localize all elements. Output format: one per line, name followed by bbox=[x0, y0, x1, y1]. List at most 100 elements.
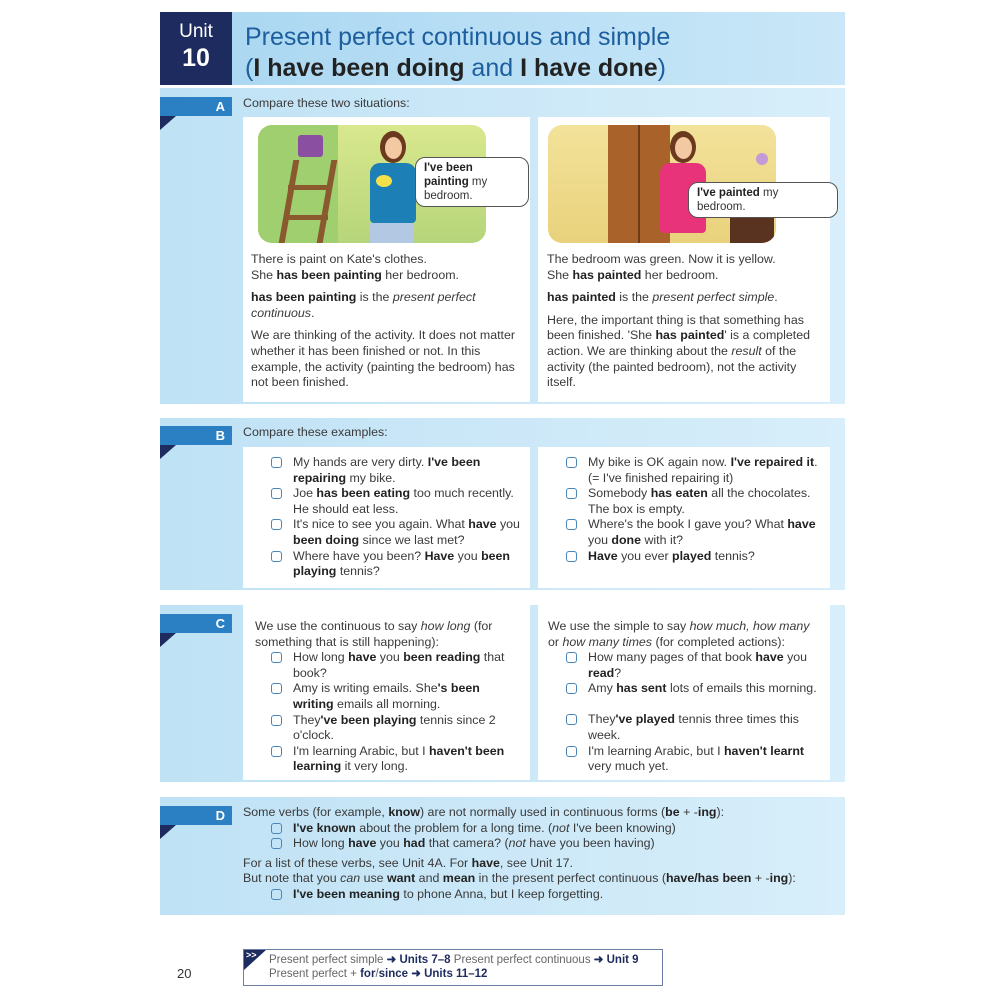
text-run: haven't learnt bbox=[723, 743, 805, 758]
bullet-box-icon bbox=[271, 745, 282, 757]
bullet-box-icon bbox=[271, 683, 282, 695]
text-run: it very long. bbox=[341, 759, 409, 774]
text-run: Present perfect + bbox=[269, 967, 361, 980]
text-run: Have bbox=[424, 548, 455, 563]
example-text: How many pages of that book have you rea… bbox=[588, 650, 822, 681]
section-a-lead: Compare these two situations: bbox=[243, 96, 410, 110]
situation-left-box: I've been painting my bedroom. There is … bbox=[243, 117, 530, 402]
text-run: I've repaired it bbox=[730, 455, 815, 469]
text-run: has sent bbox=[616, 681, 667, 696]
text-run: you bbox=[376, 650, 404, 665]
text-run: you bbox=[783, 650, 808, 665]
text-run: Have bbox=[588, 548, 618, 563]
example-item: Joe has been eating too much recently. H… bbox=[271, 486, 520, 517]
text-run: mean bbox=[442, 871, 476, 886]
speech-bubble-left: I've been painting my bedroom. bbox=[415, 157, 529, 207]
paragraph: has been painting is the present perfect… bbox=[251, 290, 521, 321]
example-item: How long have you had that camera? (not … bbox=[271, 836, 838, 852]
text-run: We use the continuous to say bbox=[255, 619, 421, 633]
section-tab-corner bbox=[160, 116, 176, 130]
text-run: is the bbox=[356, 290, 393, 305]
text-run: I've been repairing bbox=[293, 455, 481, 485]
text-run: Where's the book I gave you? What bbox=[588, 517, 788, 532]
text-run: Joe bbox=[293, 486, 317, 501]
speech-bubble-right: I've painted my bedroom. bbox=[688, 182, 838, 218]
bullet-box-icon bbox=[271, 457, 282, 468]
text-run: I have been doing bbox=[253, 54, 465, 82]
text-run: has eaten bbox=[650, 486, 708, 501]
text-run: But note that you bbox=[243, 871, 341, 886]
text-run: ) are not normally used in continuous fo… bbox=[419, 805, 666, 819]
text-run: that camera? ( bbox=[425, 836, 509, 851]
text-run: played bbox=[672, 548, 712, 563]
text-run: I've known bbox=[293, 820, 356, 835]
text-run: 's been writing bbox=[293, 681, 480, 711]
example-item: Amy has sent lots of emails this morning… bbox=[566, 681, 822, 712]
example-text: How long have you had that camera? (not … bbox=[293, 836, 838, 852]
text-run: her bedroom. bbox=[641, 267, 719, 282]
text-run: present perfect continuous bbox=[251, 290, 476, 320]
example-text: They've played tennis three times this w… bbox=[588, 712, 822, 743]
page-number: 20 bbox=[177, 966, 192, 981]
text-run: not bbox=[552, 820, 570, 835]
cross-reference-icon: >> bbox=[244, 950, 266, 970]
example-text: I've been meaning to phone Anna, but I k… bbox=[293, 887, 838, 903]
text-run: you bbox=[496, 517, 520, 532]
text-run: ing bbox=[697, 805, 717, 819]
section-d-tab: D bbox=[160, 806, 232, 825]
paragraph: There is paint on Kate's clothes. She ha… bbox=[251, 252, 521, 283]
bullet-box-icon bbox=[271, 488, 282, 500]
text-run: know bbox=[388, 805, 420, 819]
title-line-2: (I have been doing and I have done) bbox=[245, 53, 670, 84]
text-run: has painted bbox=[655, 328, 725, 343]
example-text: Where have you been? Have you been playi… bbox=[293, 549, 520, 580]
want-mean-note: But note that you can use want and mean … bbox=[243, 871, 838, 887]
continuous-intro: We use the continuous to say how long (f… bbox=[255, 619, 522, 650]
paragraph: We are thinking of the activity. It does… bbox=[251, 328, 521, 390]
example-text: Joe has been eating too much recently. H… bbox=[293, 486, 520, 517]
text-run: . bbox=[310, 305, 315, 320]
text-run: of the activity (the painted bedroom), n… bbox=[547, 343, 797, 390]
example-item: My bike is OK again now. I've repaired i… bbox=[566, 455, 820, 486]
example-item: How many pages of that book have you rea… bbox=[566, 650, 822, 681]
example-text: Amy has sent lots of emails this morning… bbox=[588, 681, 822, 697]
example-text: My hands are very dirty. I've been repai… bbox=[293, 455, 520, 486]
text-run: want bbox=[387, 871, 416, 886]
text-run: since bbox=[378, 967, 409, 980]
paragraph: Here, the important thing is that someth… bbox=[547, 313, 823, 391]
unit-badge: Unit 10 bbox=[160, 12, 232, 85]
text-run: I'm learning Arabic, but I bbox=[588, 743, 724, 758]
example-item: Amy is writing emails. She's been writin… bbox=[271, 681, 522, 712]
example-text: My bike is OK again now. I've repaired i… bbox=[588, 455, 820, 486]
example-item: They've been playing tennis since 2 o'cl… bbox=[271, 713, 522, 744]
text-run: 've been playing bbox=[320, 712, 417, 727]
title-line-1: Present perfect continuous and simple bbox=[245, 23, 671, 51]
text-run: been reading bbox=[403, 650, 481, 665]
text-run: Somebody bbox=[588, 486, 651, 501]
paragraph: The bedroom was green. Now it is yellow.… bbox=[547, 252, 823, 283]
section-tab-corner bbox=[160, 825, 176, 839]
example-item: How long have you been reading that book… bbox=[271, 650, 522, 681]
text-run: you bbox=[588, 532, 612, 547]
text-run: + - bbox=[751, 871, 770, 886]
example-text: I'm learning Arabic, but I haven't learn… bbox=[588, 744, 822, 775]
examples-continuous-box: My hands are very dirty. I've been repai… bbox=[243, 447, 530, 588]
text-run: to phone Anna, but I keep forgetting. bbox=[399, 886, 604, 901]
bullet-box-icon bbox=[566, 457, 577, 468]
situation-right-box: I've painted my bedroom. The bedroom was… bbox=[538, 117, 838, 402]
text-run: How long bbox=[293, 650, 349, 665]
bullet-box-icon bbox=[566, 745, 577, 757]
section-c-tab: C bbox=[160, 614, 232, 633]
text-run: I'm learning Arabic, but I bbox=[293, 743, 429, 758]
text-run: have bbox=[348, 650, 377, 665]
text-run: My bike is OK again now. bbox=[588, 455, 731, 469]
text-run: that book? bbox=[293, 650, 505, 680]
text-run: has been painting bbox=[276, 267, 382, 282]
bullet-box-icon bbox=[271, 838, 282, 850]
text-run: ' is a completed action. We are thinking… bbox=[547, 328, 811, 358]
section-tab-corner bbox=[160, 445, 176, 459]
section-tab-corner bbox=[160, 633, 176, 647]
text-run: too much recently. He should eat less. bbox=[293, 486, 514, 516]
text-run: Some verbs (for example, bbox=[243, 805, 389, 819]
text-run: . (= I've finished repairing it) bbox=[588, 455, 818, 485]
